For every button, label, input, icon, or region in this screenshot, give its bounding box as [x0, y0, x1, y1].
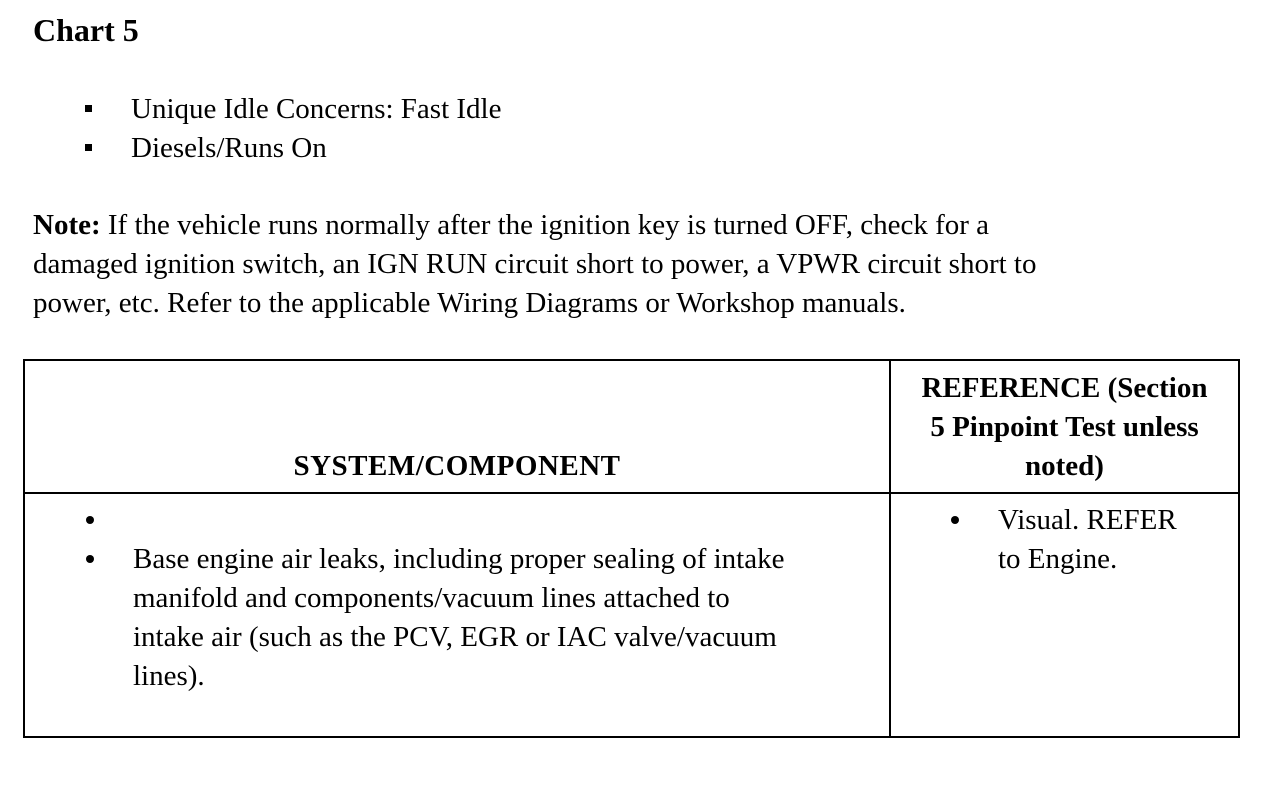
- round-bullet-icon: [86, 555, 94, 563]
- list-item: Unique Idle Concerns: Fast Idle: [0, 90, 501, 129]
- header-reference: REFERENCE (Section 5 Pinpoint Test unles…: [891, 369, 1238, 486]
- header-reference-line: noted): [1025, 450, 1104, 482]
- cell-line: to Engine.: [998, 543, 1118, 575]
- square-bullet-icon: [85, 144, 92, 151]
- note-line: damaged ignition switch, an IGN RUN circ…: [33, 248, 1037, 280]
- reference-cell: Visual. REFER to Engine.: [891, 501, 1238, 579]
- list-item-text: Diesels/Runs On: [131, 132, 327, 164]
- list-item: Base engine air leaks, including proper …: [25, 540, 887, 696]
- cell-line: intake air (such as the PCV, EGR or IAC …: [133, 621, 777, 653]
- note-line: power, etc. Refer to the applicable Wiri…: [33, 287, 906, 319]
- header-system-component: SYSTEM/COMPONENT: [293, 450, 621, 482]
- table-column-divider: [889, 361, 891, 736]
- list-item: Visual. REFER to Engine.: [891, 501, 1238, 579]
- cell-line: manifold and components/vacuum lines att…: [133, 582, 730, 614]
- page-title: Chart 5: [33, 12, 139, 48]
- note-paragraph: Note: If the vehicle runs normally after…: [33, 206, 1243, 323]
- round-bullet-icon: [951, 516, 959, 524]
- cell-line: Base engine air leaks, including proper …: [133, 543, 785, 575]
- list-item: Diesels/Runs On: [0, 129, 501, 168]
- cell-line: Visual. REFER: [998, 504, 1177, 536]
- concern-list: Unique Idle Concerns: Fast Idle Diesels/…: [0, 90, 501, 168]
- list-item: [25, 501, 887, 540]
- header-reference-line: REFERENCE (Section: [921, 372, 1208, 404]
- note-line: Note: If the vehicle runs normally after…: [33, 206, 1243, 245]
- system-component-cell: Base engine air leaks, including proper …: [25, 501, 887, 696]
- square-bullet-icon: [85, 105, 92, 112]
- cell-line: lines).: [133, 660, 205, 692]
- table-header-divider: [25, 492, 1238, 494]
- diagnostic-table: SYSTEM/COMPONENT REFERENCE (Section 5 Pi…: [23, 359, 1240, 738]
- header-reference-line: 5 Pinpoint Test unless: [930, 411, 1199, 443]
- round-bullet-icon: [86, 516, 94, 524]
- note-label: Note:: [33, 209, 101, 241]
- note-text: If the vehicle runs normally after the i…: [100, 209, 990, 241]
- list-item-text: Unique Idle Concerns: Fast Idle: [131, 93, 502, 125]
